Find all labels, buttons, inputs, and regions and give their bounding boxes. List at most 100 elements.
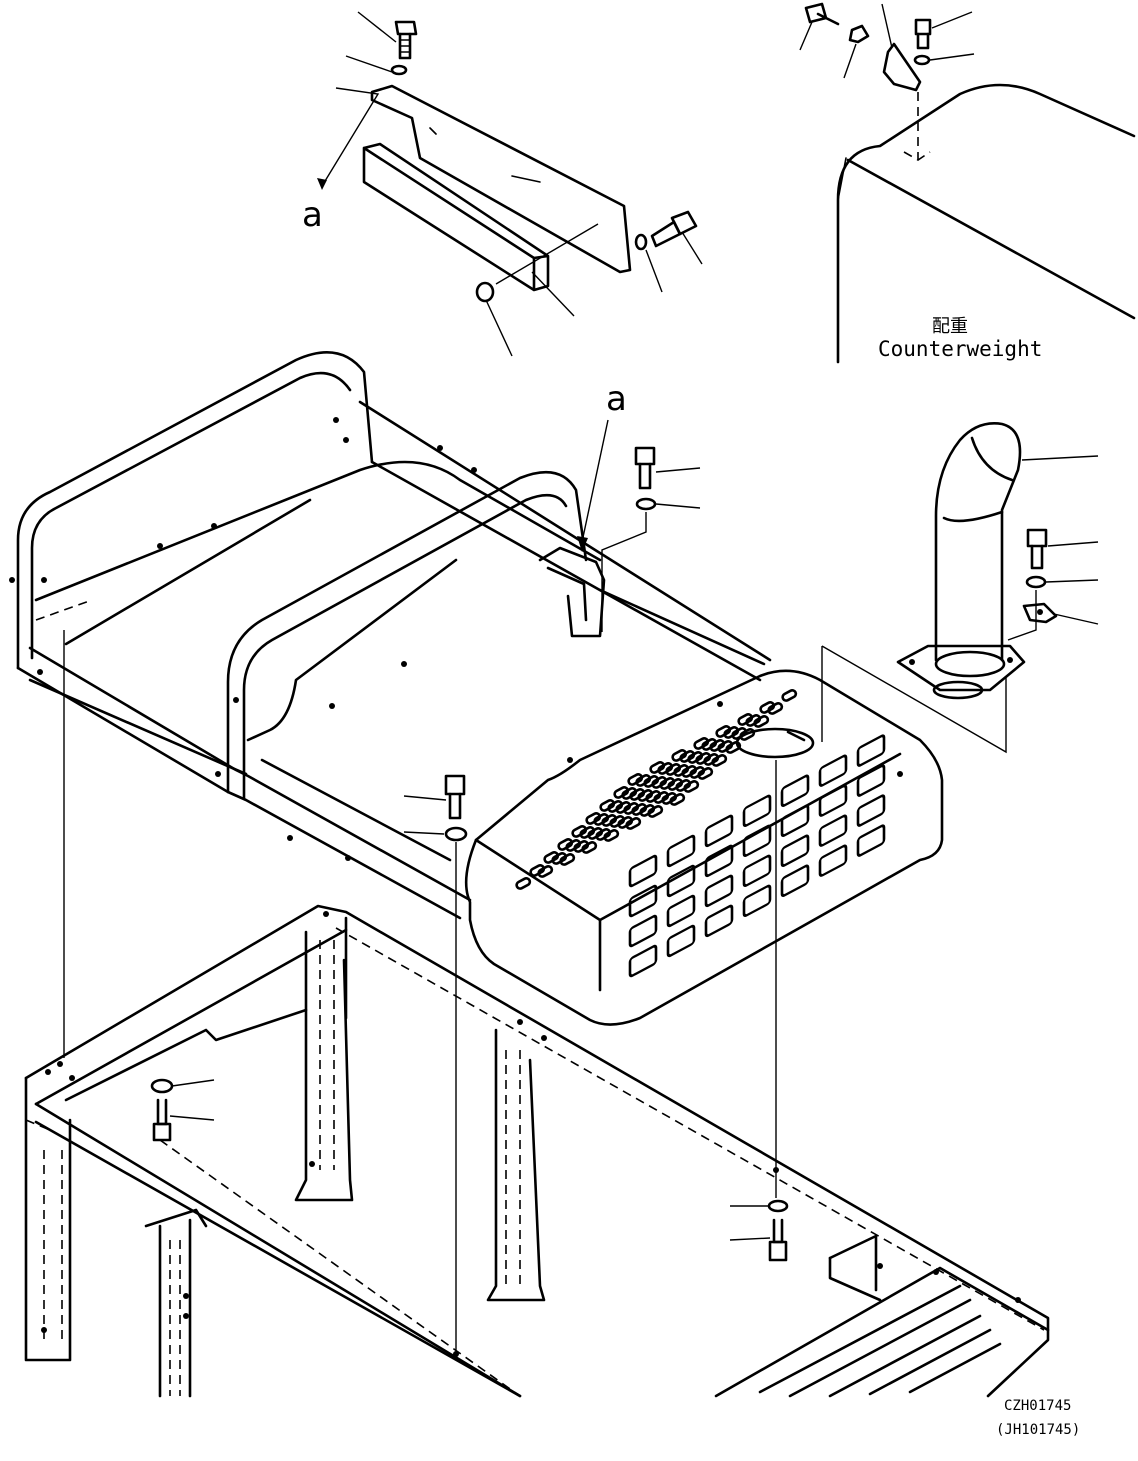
vent-slot (529, 863, 546, 877)
vent-slot (679, 749, 696, 763)
vent-opening (628, 854, 658, 888)
counterweight-label-en: Counterweight (878, 337, 1042, 361)
vent-opening (628, 884, 658, 918)
vent-opening (742, 824, 772, 858)
vent-opening (704, 814, 734, 848)
vent-opening (780, 774, 810, 807)
callout-a-top: a (302, 195, 323, 235)
callout-a-mid-group: a (577, 379, 627, 552)
bracket-plate-assembly: a (302, 11, 703, 357)
vent-slot (515, 876, 532, 890)
vent-slot (637, 788, 654, 802)
exhaust-pipe (934, 422, 1022, 662)
vent-slot (579, 825, 596, 839)
vent-opening (666, 894, 696, 928)
vent-slot (667, 777, 684, 791)
vent-slot (609, 814, 626, 828)
vent-slot (651, 775, 668, 789)
vent-opening (742, 854, 772, 888)
vent-slot (571, 824, 588, 838)
vent-opening (856, 794, 886, 827)
lower-frame (24, 904, 1050, 1398)
lower-fasteners (150, 1078, 789, 1262)
vent-opening (818, 844, 848, 877)
vent-slot (621, 786, 638, 800)
vent-slot (645, 789, 662, 803)
rubber-pad (362, 142, 550, 292)
vent-opening (856, 764, 886, 797)
vent-slot (639, 803, 656, 817)
vent-slot (635, 773, 652, 787)
floor-slots (758, 1284, 1002, 1398)
bracket-plate (370, 84, 632, 274)
vent-opening (704, 874, 734, 908)
vent-opening (742, 884, 772, 918)
vent-slot (615, 800, 632, 814)
frame-holes (9, 417, 477, 861)
vent-opening (818, 784, 848, 817)
vent-slot (715, 724, 732, 738)
vent-slot (629, 787, 646, 801)
counterweight-label-jp: 配重 (932, 316, 968, 337)
vent-slot (675, 778, 692, 792)
bolt-top-left (390, 20, 418, 76)
vent-slot (537, 864, 554, 878)
engine-cover (464, 669, 944, 1026)
vent-slot (695, 751, 712, 765)
exhaust-pipe-assembly (821, 422, 1099, 754)
vent-slot (565, 838, 582, 852)
drawing-number: CZH01745 (1004, 1398, 1071, 1414)
vent-slot (737, 712, 754, 726)
vent-slot (551, 851, 568, 865)
vent-slot (725, 740, 742, 754)
bolt-side (634, 210, 698, 251)
vent-slot (557, 837, 574, 851)
vent-opening (666, 834, 696, 868)
vent-slot (669, 792, 686, 806)
vent-opening (780, 864, 810, 897)
vent-slot (623, 801, 640, 815)
vent-slot (701, 737, 718, 751)
vent-slot (711, 753, 728, 767)
mid-fasteners (63, 446, 777, 1360)
vent-slot (723, 725, 740, 739)
vent-slot (731, 726, 748, 740)
vent-slot (603, 828, 620, 842)
vent-slot (613, 785, 630, 799)
vent-slot (689, 765, 706, 779)
counterweight-assembly: 配重 Counterweight (799, 2, 1136, 364)
vent-slot (671, 748, 688, 762)
drawing-reference: (JH101745) (996, 1422, 1080, 1438)
vent-slot (703, 752, 720, 766)
vent-slot (543, 850, 560, 864)
vent-slot (659, 776, 676, 790)
vent-slot (631, 802, 648, 816)
vent-opening (628, 914, 658, 948)
vent-slot (657, 761, 674, 775)
callout-a-mid: a (606, 379, 627, 419)
vent-slot (559, 852, 576, 866)
cover-vent-slots (515, 688, 886, 978)
vent-slot (673, 763, 690, 777)
counterweight-outline (836, 83, 1136, 364)
vent-slot (681, 764, 698, 778)
vent-slot (587, 826, 604, 840)
vent-slot (745, 713, 762, 727)
vent-slot (687, 750, 704, 764)
exhaust-flange (896, 644, 1026, 692)
hood-frame (9, 351, 772, 920)
vent-slot (585, 811, 602, 825)
vent-slot (759, 700, 776, 714)
vent-opening (666, 924, 696, 958)
vent-slot (617, 815, 634, 829)
vent-slot (649, 760, 666, 774)
vent-slot (781, 688, 798, 702)
vent-opening (780, 834, 810, 867)
vent-opening (818, 814, 848, 847)
vent-slot (643, 774, 660, 788)
vent-slot (709, 738, 726, 752)
vent-opening (742, 794, 772, 828)
vent-opening (856, 734, 886, 767)
vent-slot (599, 798, 616, 812)
vent-slot (717, 739, 734, 753)
